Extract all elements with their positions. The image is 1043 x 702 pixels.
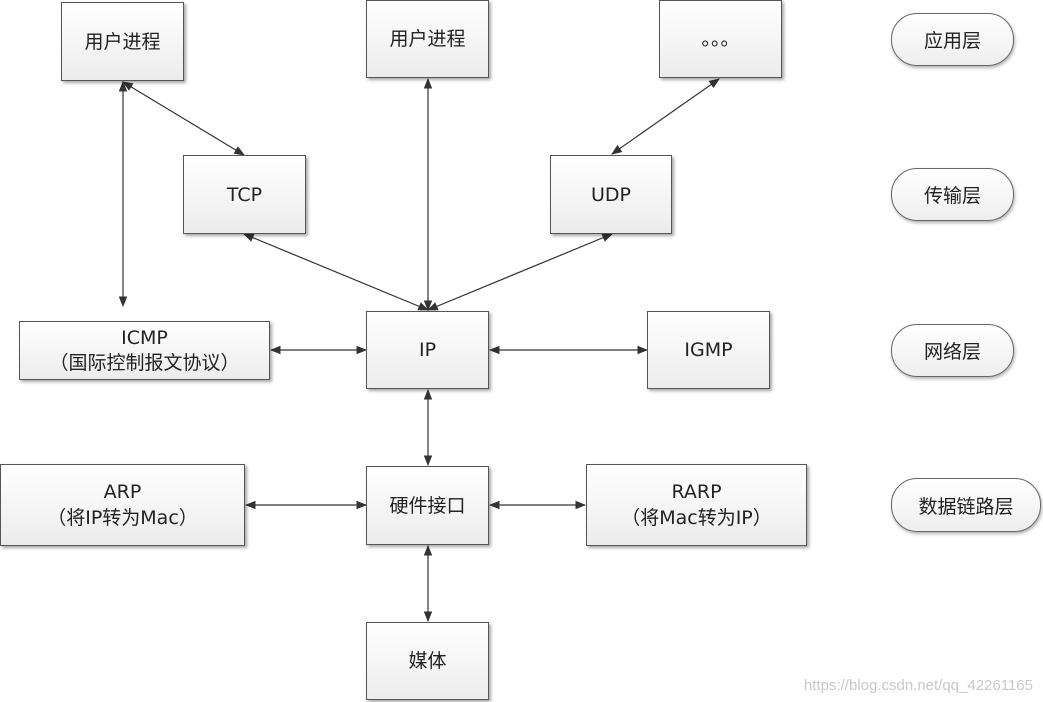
- node-label: IGMP: [684, 339, 733, 361]
- node-user-process-2: 用户进程: [366, 0, 489, 78]
- node-ip: IP: [366, 311, 489, 389]
- node-label: 用户进程: [84, 30, 161, 53]
- arrow-ellipsis-udp: [611, 78, 720, 155]
- layer-label: 传输层: [923, 185, 981, 207]
- layer-network: 网络层: [891, 324, 1014, 377]
- node-ellipsis: 。。。: [659, 0, 782, 78]
- node-sublabel: （国际控制报文协议）: [49, 351, 240, 374]
- layer-data-link: 数据链路层: [891, 478, 1041, 532]
- node-rarp: RARP （将Mac转为IP）: [586, 464, 807, 546]
- node-label: 。。。: [701, 28, 740, 50]
- node-igmp: IGMP: [647, 311, 770, 389]
- node-label: RARP: [671, 481, 722, 503]
- node-label: UDP: [591, 183, 631, 206]
- node-label: IP: [418, 339, 437, 361]
- layer-label: 数据链路层: [918, 495, 1014, 518]
- node-hardware-interface: 硬件接口: [366, 466, 489, 545]
- layer-transport: 传输层: [891, 168, 1014, 221]
- node-label: TCP: [226, 183, 263, 206]
- node-label: 用户进程: [389, 28, 466, 50]
- arrow-user1-tcp: [122, 81, 245, 156]
- node-sublabel: （将Mac转为IP）: [621, 507, 772, 529]
- layer-label: 应用层: [923, 30, 981, 52]
- node-arp: ARP （将IP转为Mac）: [0, 464, 245, 546]
- node-user-process-1: 用户进程: [61, 2, 184, 81]
- node-label: ARP: [103, 481, 142, 503]
- layer-label: 网络层: [923, 341, 981, 363]
- node-icmp: ICMP （国际控制报文协议）: [19, 321, 270, 380]
- node-label: ICMP: [121, 326, 168, 349]
- node-label: 硬件接口: [389, 494, 466, 517]
- watermark: https://blog.csdn.net/qq_42261165: [803, 677, 1033, 694]
- layer-application: 应用层: [891, 13, 1014, 66]
- node-udp: UDP: [550, 155, 672, 234]
- node-label: 媒体: [408, 650, 447, 672]
- node-sublabel: （将IP转为Mac）: [47, 507, 198, 529]
- node-media: 媒体: [366, 622, 489, 700]
- node-tcp: TCP: [183, 155, 306, 234]
- arrow-udp-ip: [427, 233, 613, 311]
- arrow-tcp-ip: [243, 233, 429, 311]
